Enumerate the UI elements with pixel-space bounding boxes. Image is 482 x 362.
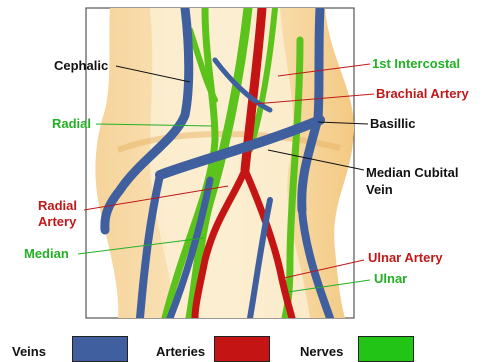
label-ulnar: Ulnar [374, 272, 407, 286]
label-basillic: Basillic [370, 117, 416, 131]
label-first-intercostal: 1st Intercostal [372, 57, 460, 71]
label-radial-artery: Radial Artery [38, 198, 77, 230]
label-median-cubital-line2: Vein [366, 181, 458, 198]
label-radial-artery-line1: Radial [38, 198, 77, 214]
legend-swatch-veins [72, 336, 128, 362]
label-ulnar-artery: Ulnar Artery [368, 251, 443, 265]
label-radial-artery-line2: Artery [38, 214, 77, 230]
legend-label-arteries: Arteries [156, 345, 205, 359]
label-median: Median [24, 247, 69, 261]
label-median-cubital-line1: Median Cubital [366, 164, 458, 181]
legend-label-nerves: Nerves [300, 345, 343, 359]
legend-label-veins: Veins [12, 345, 46, 359]
label-cephalic: Cephalic [54, 59, 108, 73]
legend-swatch-nerves [358, 336, 414, 362]
label-median-cubital-vein: Median Cubital Vein [366, 164, 458, 198]
label-radial: Radial [52, 117, 91, 131]
label-brachial-artery: Brachial Artery [376, 87, 469, 101]
legend-swatch-arteries [214, 336, 270, 362]
